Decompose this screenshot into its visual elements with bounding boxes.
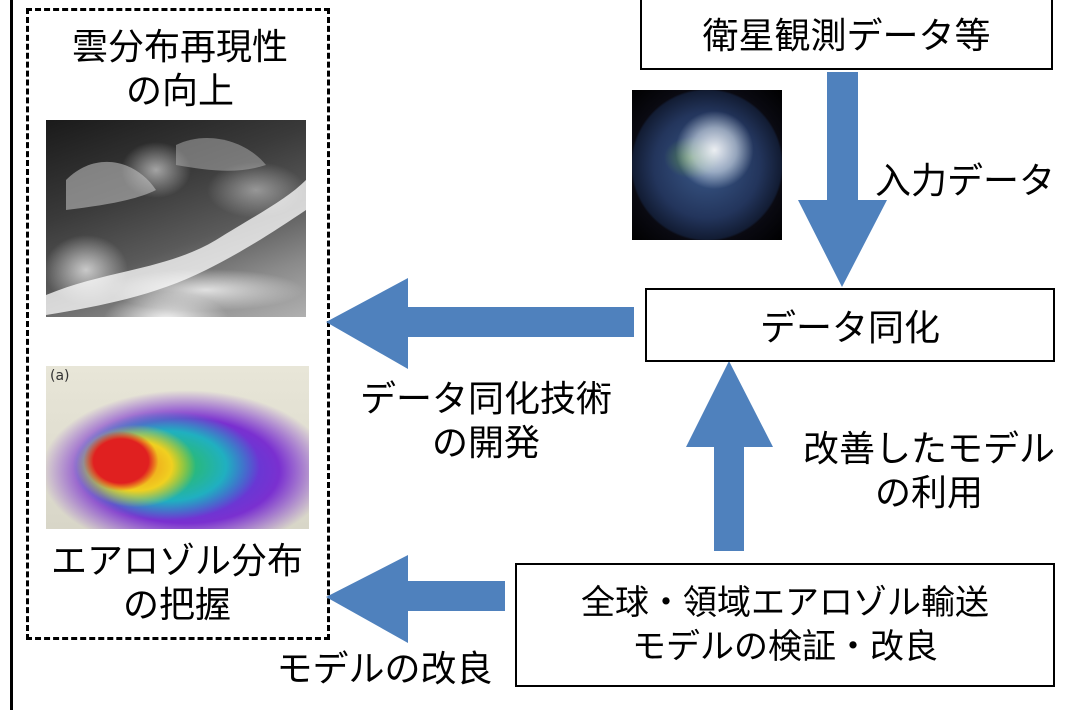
arrow-left-improve <box>326 555 505 643</box>
cloud-title-line1: 雲分布再現性 <box>71 27 288 68</box>
model-use-label-line2: の利用 <box>874 472 983 514</box>
satellite-observation-label: 衛星観測データ等 <box>702 16 991 57</box>
technique-label-line1: データ同化技術 <box>359 379 612 420</box>
aerosol-model-line1: 全球・領域エアロゾル輸送 <box>581 582 989 623</box>
results-panel <box>26 8 330 640</box>
data-assimilation-box: データ同化 <box>645 288 1055 362</box>
aerosol-panel-label: (a) <box>50 368 70 384</box>
cloud-band-overlay <box>46 137 306 315</box>
left-border-line <box>10 0 13 710</box>
cloud-satellite-image <box>46 120 306 317</box>
aerosol-model-line2: モデルの検証・改良 <box>632 627 938 667</box>
aerosol-title-line1: エアロゾル分布 <box>50 541 303 582</box>
technique-label-line2: の開発 <box>431 422 540 464</box>
model-use-label: 改善したモデル の利用 <box>778 428 1080 516</box>
aerosol-model-box: 全球・領域エアロゾル輸送 モデルの検証・改良 <box>515 563 1055 687</box>
aerosol-title-line2: の把握 <box>122 584 231 626</box>
data-assimilation-label: データ同化 <box>759 308 940 349</box>
cloud-title: 雲分布再現性 の向上 <box>30 26 330 114</box>
technique-label: データ同化技術 の開発 <box>336 378 636 466</box>
aerosol-title: エアロゾル分布 の把握 <box>22 540 332 628</box>
aerosol-distribution-image: (a) <box>46 366 309 529</box>
cloud-title-line2: の向上 <box>125 70 234 112</box>
model-use-label-line1: 改善したモデル <box>802 429 1055 470</box>
arrow-down-input <box>798 72 887 287</box>
arrow-left-technique <box>326 278 634 369</box>
input-data-label: 入力データ <box>875 161 1056 202</box>
earth-satellite-image <box>632 90 782 240</box>
arrow-up-model-use <box>686 361 773 551</box>
satellite-observation-box: 衛星観測データ等 <box>640 0 1053 70</box>
model-improve-label: モデルの改良 <box>276 649 493 690</box>
